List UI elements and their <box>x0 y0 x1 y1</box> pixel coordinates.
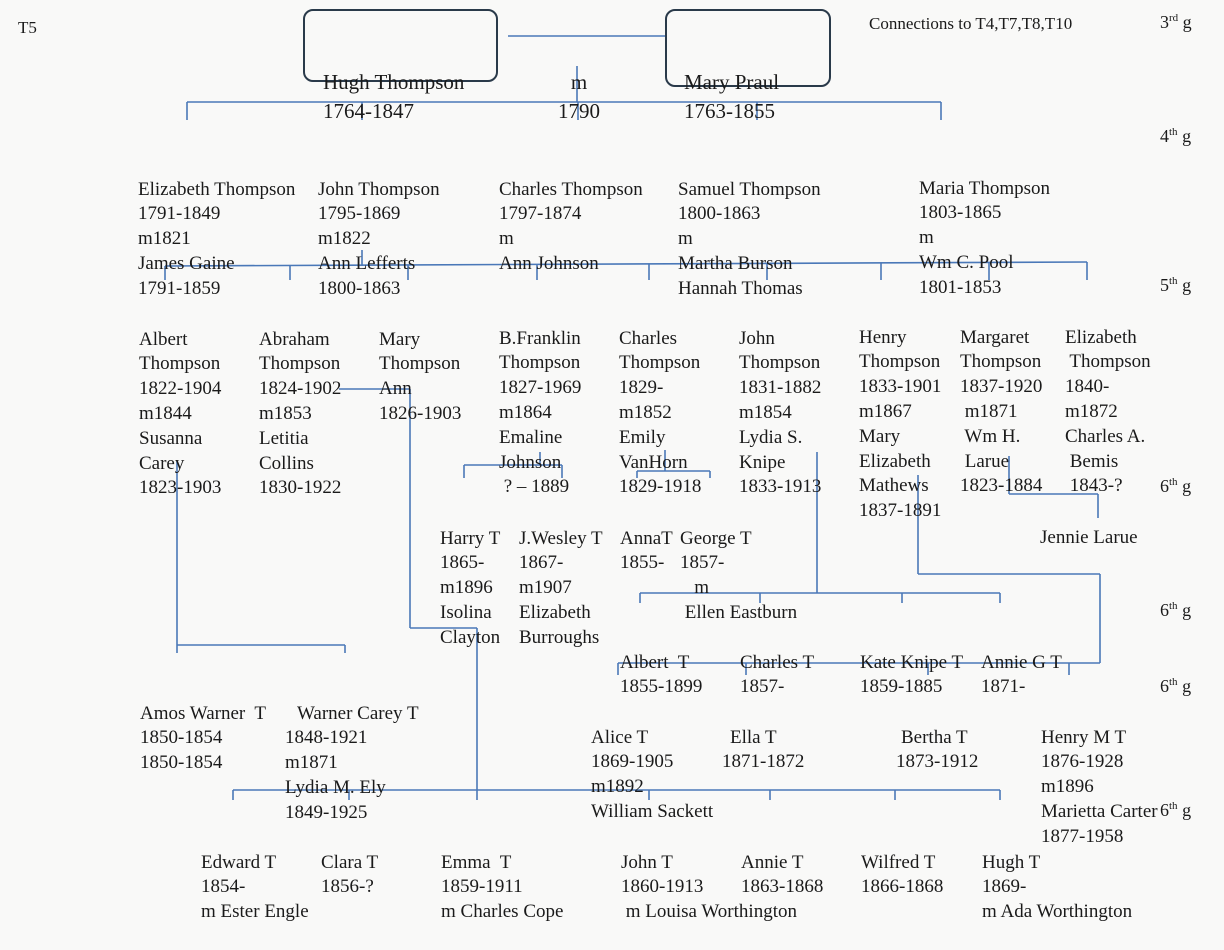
generation-marker: 5th g <box>1160 275 1192 295</box>
person-jennie-larue: Jennie Larue <box>1040 527 1138 548</box>
generation-marker: 6th g <box>1160 476 1192 496</box>
husband-box <box>303 9 498 82</box>
generation-marker: 4th g <box>1160 126 1192 146</box>
generation-marker: 3rd g <box>1160 12 1192 32</box>
generation-marker: 6th g <box>1160 600 1192 620</box>
connections-note: Connections to T4,T7,T8,T10 <box>869 14 1073 33</box>
page-tag: T5 <box>18 18 37 37</box>
connector-lines <box>164 35 1101 800</box>
generation-marker: 6th g <box>1160 800 1192 820</box>
generation-marker: 6th g <box>1160 676 1192 696</box>
wife-box <box>665 9 831 87</box>
